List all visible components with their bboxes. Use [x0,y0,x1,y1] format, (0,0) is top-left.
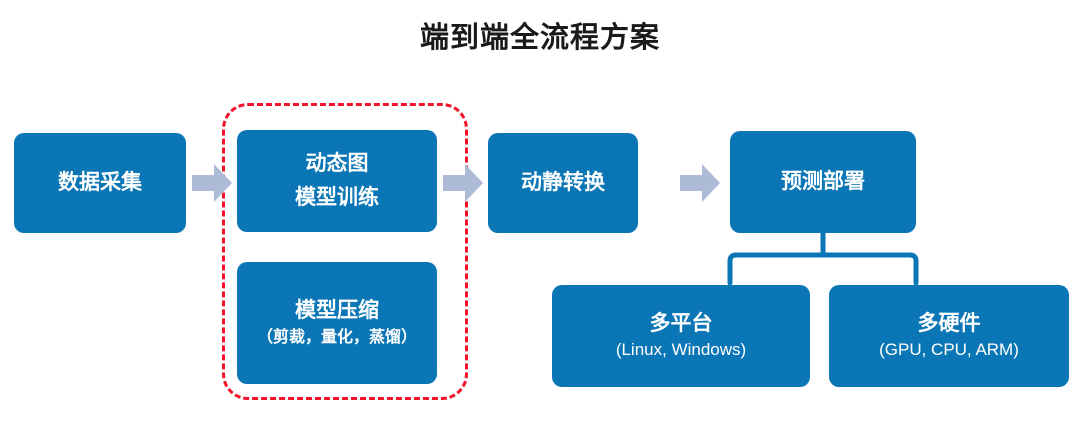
node-dynamic-static-conversion[interactable]: 动静转换 [488,133,638,233]
dashed-highlight-region [222,103,468,400]
page-title: 端到端全流程方案 [419,22,660,54]
arrow-train-to-convert-icon [443,164,483,202]
arrow-collect-to-train-icon [192,164,232,202]
bracket-deploy-to-targets-icon [700,230,946,289]
node-label-line1: 动态图 [305,151,369,175]
node-dynamic-graph-training[interactable]: 动态图 模型训练 [237,130,437,232]
node-sublabel: （剪裁，量化，蒸馏） [256,329,417,347]
node-label-line2: 模型训练 [295,186,379,209]
node-label: 多平台 [649,311,713,335]
arrow-convert-to-deploy-icon [680,164,720,202]
node-label: 模型压缩 [295,299,379,323]
node-label: 动静转换 [521,170,605,194]
node-label: 多硬件 [917,311,981,335]
node-multi-hardware[interactable]: 多硬件 (GPU, CPU, ARM) [829,285,1069,387]
node-label: 预测部署 [781,169,865,193]
node-model-compression[interactable]: 模型压缩 （剪裁，量化，蒸馏） [237,262,437,384]
node-inference-deployment[interactable]: 预测部署 [730,131,916,233]
node-multi-platform[interactable]: 多平台 (Linux, Windows) [552,285,810,387]
node-sublabel: (Linux, Windows) [615,340,747,360]
node-label: 数据采集 [58,170,142,194]
node-sublabel: (GPU, CPU, ARM) [879,340,1019,360]
node-data-collection[interactable]: 数据采集 [14,133,186,233]
